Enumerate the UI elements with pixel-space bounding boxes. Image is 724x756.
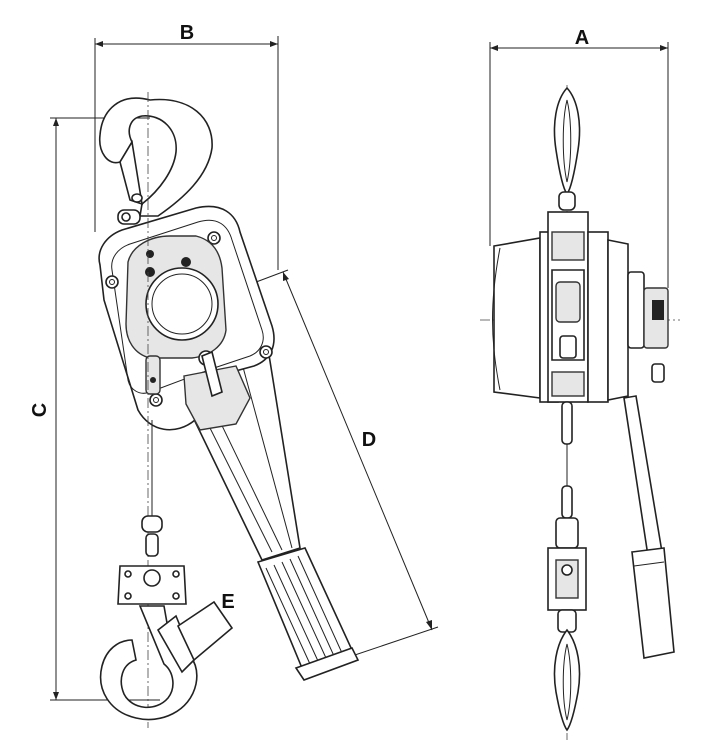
hoist-housing	[98, 205, 275, 431]
dimension-a: A	[489, 27, 669, 288]
dimension-d-label: D	[362, 429, 376, 451]
dimension-b-label: B	[180, 22, 194, 44]
side-lever	[623, 395, 675, 659]
lever-grip	[256, 547, 360, 681]
dimension-a-label: A	[575, 27, 589, 49]
dimension-e: E	[221, 591, 234, 613]
front-view: B C D E	[29, 22, 439, 728]
side-bottom-hook	[547, 517, 587, 732]
top-hook	[98, 97, 213, 225]
bottom-hook	[99, 515, 234, 721]
side-view: A	[480, 27, 680, 740]
dimension-e-label: E	[221, 591, 234, 613]
side-top-hook	[553, 86, 581, 211]
dimension-c-label: C	[29, 403, 51, 417]
dimension-b: B	[94, 22, 279, 270]
side-chain	[561, 401, 573, 519]
side-housing	[492, 211, 669, 403]
